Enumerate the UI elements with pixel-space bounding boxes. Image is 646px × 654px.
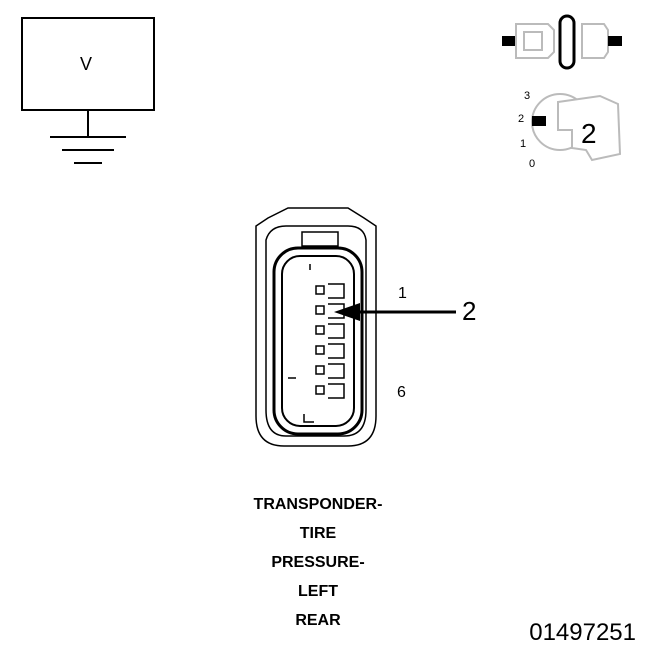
pin-callout: 2 <box>462 296 477 326</box>
connector-pin-6 <box>315 383 345 399</box>
caption-line-5: REAR <box>295 612 341 629</box>
caption-line-1: TRANSPONDER- <box>253 496 383 513</box>
voltmeter-label: V <box>80 54 93 74</box>
connector-caption: TRANSPONDER- TIRE PRESSURE- LEFT REAR <box>200 490 436 635</box>
caption-line-3: PRESSURE- <box>271 554 365 571</box>
pin-label-last: 6 <box>397 384 406 401</box>
ignition-position-1: 1 <box>520 138 527 150</box>
voltmeter-box <box>21 17 155 111</box>
connector-face-view <box>255 207 377 447</box>
ignition-position-2: 2 <box>518 113 525 125</box>
connector-disconnect-icon <box>502 14 622 70</box>
caption-line-4: LEFT <box>298 583 338 600</box>
connector-pins <box>315 283 345 399</box>
connector-pin-3 <box>315 323 345 339</box>
connector-pin-4 <box>315 343 345 359</box>
figure-id: 01497251 <box>529 619 636 646</box>
connector-pin-1 <box>315 283 345 299</box>
ignition-position-3: 3 <box>524 90 531 102</box>
pin-label-first: 1 <box>398 285 407 302</box>
caption-line-2: TIRE <box>299 525 337 542</box>
ignition-position-0: 0 <box>529 158 536 170</box>
ignition-key-icon <box>531 93 622 162</box>
connector-latch <box>301 231 339 247</box>
connector-seal <box>272 246 364 436</box>
voltmeter-symbol <box>21 17 155 164</box>
ignition-selected-position: 2 <box>581 118 597 149</box>
connector-housing-inner <box>265 225 367 437</box>
connector-pin-5 <box>315 363 345 379</box>
pin-arrow <box>334 303 456 321</box>
